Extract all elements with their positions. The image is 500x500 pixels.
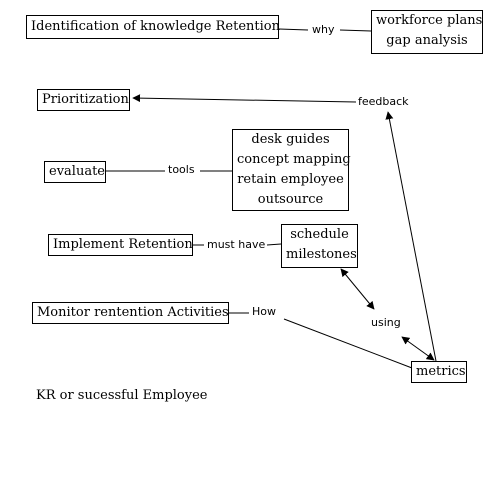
link-label-must-have: must have bbox=[205, 238, 268, 252]
node-kr-label: KR or sucessful Employee bbox=[36, 388, 208, 403]
node-workforce-line-2: gap analysis bbox=[386, 33, 468, 48]
node-prioritization[interactable]: Prioritization bbox=[37, 89, 130, 111]
node-evaluate[interactable]: evaluate bbox=[44, 161, 106, 183]
node-evaluate-label: evaluate bbox=[49, 164, 105, 179]
node-monitor[interactable]: Monitor rentention Activities bbox=[32, 302, 229, 324]
node-implement-label: Implement Retention bbox=[53, 237, 193, 252]
link-how-metrics bbox=[283, 318, 413, 369]
link-why-workforce bbox=[339, 29, 372, 32]
tools-box-line-1: desk guides bbox=[251, 132, 330, 147]
link-label-using: using bbox=[369, 316, 403, 330]
link-identification-why bbox=[278, 28, 309, 31]
link-using-metrics bbox=[401, 336, 435, 361]
node-implement[interactable]: Implement Retention bbox=[48, 234, 193, 256]
node-workforce[interactable]: workforce plans gap analysis bbox=[371, 10, 483, 54]
node-metrics[interactable]: metrics bbox=[411, 361, 467, 383]
node-tools-box[interactable]: desk guides concept mapping retain emplo… bbox=[232, 129, 351, 211]
tools-box-line-3: retain employee bbox=[237, 172, 344, 187]
link-schedule-using bbox=[340, 268, 375, 310]
link-label-how: How bbox=[250, 305, 278, 319]
node-schedule[interactable]: schedule milestones bbox=[281, 224, 358, 268]
node-kr[interactable]: KR or sucessful Employee bbox=[32, 386, 217, 408]
link-label-feedback: feedback bbox=[356, 95, 411, 109]
node-metrics-label: metrics bbox=[416, 364, 466, 379]
node-identification-label: Identification of knowledge Retention bbox=[31, 19, 280, 34]
tools-box-line-4: outsource bbox=[257, 192, 324, 207]
node-monitor-label: Monitor rentention Activities bbox=[37, 305, 229, 320]
node-identification[interactable]: Identification of knowledge Retention bbox=[26, 15, 280, 39]
node-schedule-line-1: schedule bbox=[290, 227, 349, 242]
tools-box-line-2: concept mapping bbox=[237, 152, 351, 167]
link-label-why: why bbox=[310, 23, 337, 37]
node-schedule-line-2: milestones bbox=[286, 247, 357, 262]
link-metrics-feedback bbox=[385, 111, 437, 362]
link-label-tools: tools bbox=[166, 163, 197, 177]
link-feedback-prioritization bbox=[132, 94, 357, 103]
node-workforce-line-1: workforce plans bbox=[376, 13, 483, 28]
node-prioritization-label: Prioritization bbox=[42, 92, 129, 107]
link-musthave-schedule bbox=[266, 243, 282, 246]
